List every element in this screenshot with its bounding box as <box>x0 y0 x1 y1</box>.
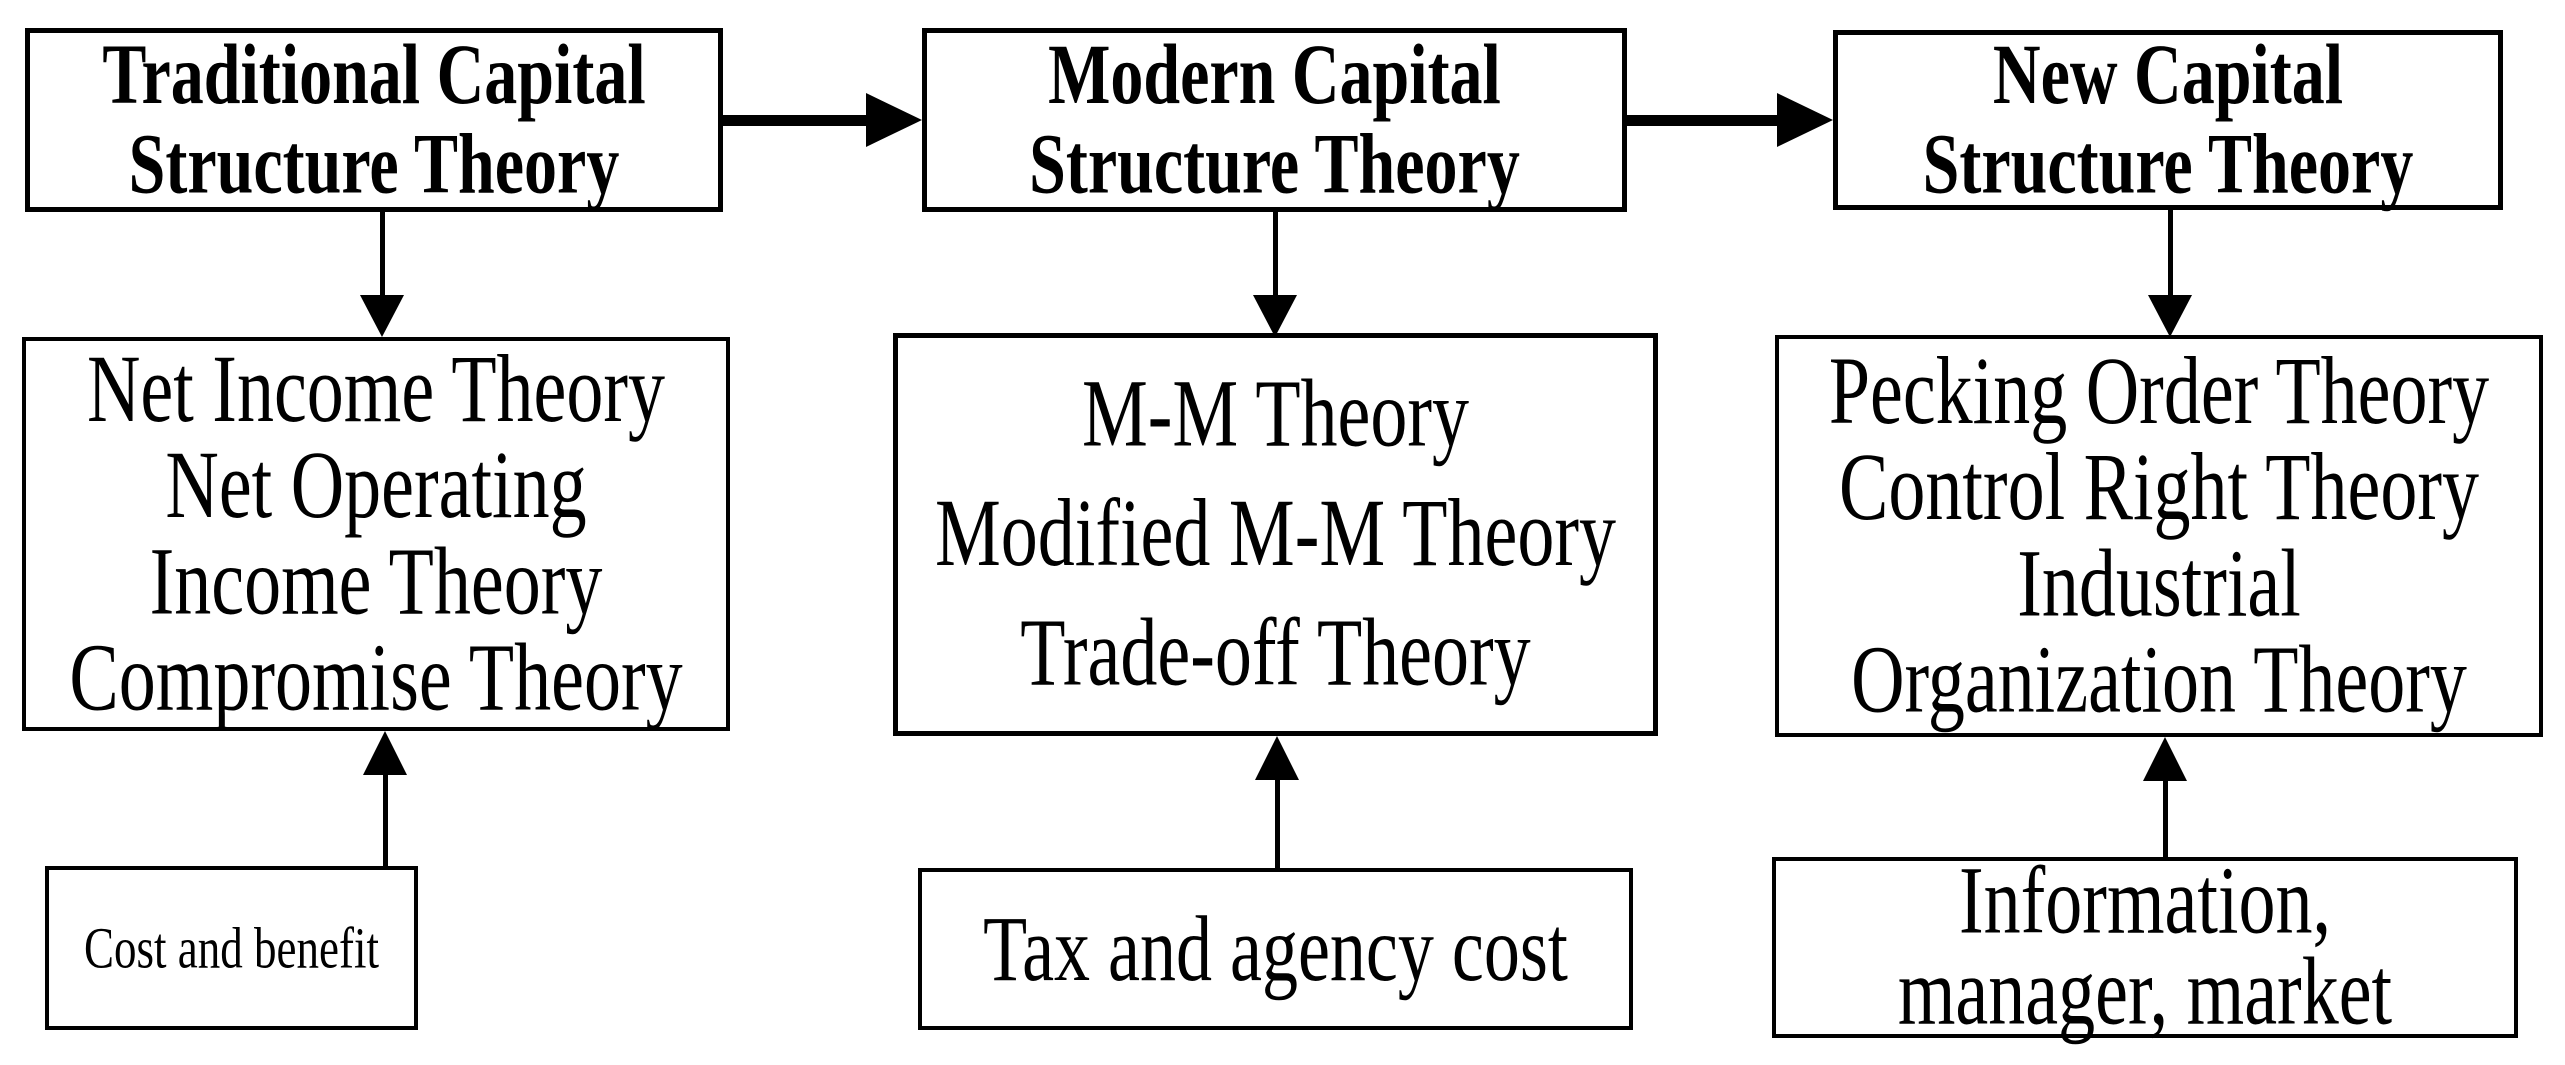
new-header-box: New Capital Structure Theory <box>1833 30 2503 210</box>
driver-line: Tax and agency cost <box>983 896 1568 1001</box>
new-theories-box: Pecking Order Theory Control Right Theor… <box>1775 335 2543 737</box>
driver-line: Cost and benefit <box>84 915 379 981</box>
arrow-shaft <box>382 775 388 866</box>
traditional-driver-text: Cost and benefit <box>84 915 379 981</box>
arrow-cost-benefit-up <box>363 731 407 866</box>
theory-line: Industrial <box>2017 530 2301 638</box>
theory-line: M-M Theory <box>1081 360 1470 468</box>
new-theories-text: Pecking Order Theory Control Right Theor… <box>1829 344 2489 729</box>
header-line: Structure Theory <box>1029 117 1520 213</box>
driver-line: Information, <box>1959 848 2331 955</box>
traditional-header-text: Traditional Capital Structure Theory <box>102 27 646 213</box>
arrow-up-icon <box>1255 736 1299 780</box>
arrow-down-icon <box>360 295 404 337</box>
arrow-up-icon <box>363 731 407 775</box>
arrow-modern-to-new <box>1627 93 1833 147</box>
driver-line: manager, market <box>1897 939 2393 1047</box>
arrow-shaft <box>2162 781 2168 857</box>
theory-line: Pecking Order Theory <box>1828 338 2490 445</box>
traditional-theories-text: Net Income Theory Net Operating Income T… <box>69 342 682 727</box>
traditional-header-box: Traditional Capital Structure Theory <box>25 28 723 212</box>
arrow-up-icon <box>2143 737 2187 781</box>
arrow-shaft <box>1627 114 1777 126</box>
arrow-shaft <box>723 114 866 126</box>
theory-line: Trade-off Theory <box>1020 599 1531 706</box>
arrow-down-icon <box>1253 295 1297 337</box>
theory-line: Modified M-M Theory <box>935 480 1616 587</box>
header-line: Structure Theory <box>1922 117 2414 213</box>
theory-line: Control Right Theory <box>1839 434 2479 542</box>
arrow-shaft <box>2167 210 2173 295</box>
modern-driver-box: Tax and agency cost <box>918 868 1633 1030</box>
arrow-right-icon <box>1777 93 1833 147</box>
arrow-right-icon <box>866 93 922 147</box>
theory-line: Income Theory <box>149 528 603 636</box>
arrow-traditional-down <box>360 212 404 337</box>
arrow-information-up <box>2143 737 2187 857</box>
theory-line: Net Operating <box>165 432 587 540</box>
arrow-shaft <box>379 212 385 295</box>
modern-header-text: Modern Capital Structure Theory <box>1029 27 1520 213</box>
traditional-driver-box: Cost and benefit <box>45 866 418 1030</box>
arrow-shaft <box>1274 780 1280 868</box>
theory-line: Organization Theory <box>1851 627 2467 734</box>
theory-line: Net Income Theory <box>86 336 666 443</box>
header-line: Traditional Capital <box>102 27 646 123</box>
arrow-down-icon <box>2148 295 2192 337</box>
modern-theories-box: M-M Theory Modified M-M Theory Trade-off… <box>893 333 1658 736</box>
header-line: New Capital <box>1992 27 2344 123</box>
arrow-traditional-to-modern <box>723 93 922 147</box>
modern-header-box: Modern Capital Structure Theory <box>922 28 1627 212</box>
traditional-theories-box: Net Income Theory Net Operating Income T… <box>22 337 730 731</box>
modern-theories-text: M-M Theory Modified M-M Theory Trade-off… <box>935 356 1616 714</box>
new-driver-text: Information, manager, market <box>1897 848 2393 1047</box>
header-line: Structure Theory <box>128 117 620 213</box>
arrow-new-down <box>2148 210 2192 337</box>
arrow-modern-down <box>1253 212 1297 337</box>
modern-driver-text: Tax and agency cost <box>983 896 1568 1001</box>
new-header-text: New Capital Structure Theory <box>1922 27 2414 213</box>
new-driver-box: Information, manager, market <box>1772 848 2518 1047</box>
arrow-tax-agency-up <box>1255 736 1299 868</box>
arrow-shaft <box>1272 212 1278 295</box>
theory-line: Compromise Theory <box>69 625 683 732</box>
header-line: Modern Capital <box>1048 27 1501 123</box>
